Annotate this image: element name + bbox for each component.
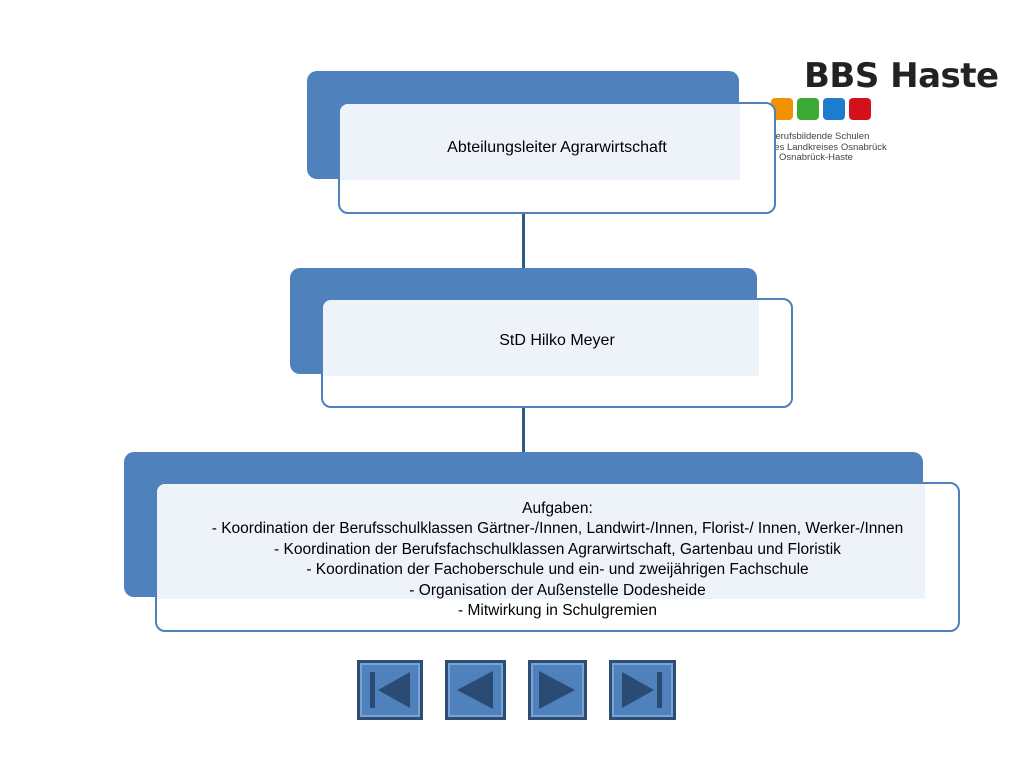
org-box-person: StD Hilko Meyer (290, 268, 793, 409)
org-box-shape-front: StD Hilko Meyer (321, 298, 793, 408)
tasks-heading: Aufgaben: (522, 499, 593, 517)
bbs-haste-logo: BBS Haste Berufsbildende Schulen des Lan… (768, 56, 999, 171)
logo-subtitle-line: des Landkreises Osnabrück (769, 141, 887, 153)
logo-subtitle: Berufsbildende Schulen des Landkreises O… (769, 131, 887, 164)
task-item: - Mitwirkung in Schulgremien (458, 602, 657, 619)
org-box-shape-front: Abteilungsleiter Agrarwirtschaft (338, 102, 776, 214)
next-slide-button[interactable] (528, 660, 587, 720)
previous-icon (457, 671, 493, 709)
logo-subtitle-line: in Osnabrück-Haste (769, 152, 853, 163)
logo-square-green (797, 98, 819, 120)
connector-level2-level3 (522, 374, 525, 454)
logo-brand: BBS Haste (804, 56, 999, 96)
org-box-tasks: Aufgaben: - Koordination der Berufsschul… (124, 452, 960, 632)
logo-square-orange (771, 98, 793, 120)
task-item: - Koordination der Berufsschulklassen Gä… (211, 520, 904, 537)
previous-slide-button[interactable] (445, 660, 506, 720)
skip-last-icon (622, 672, 662, 708)
connector-level1-level2 (522, 180, 525, 268)
logo-squares (771, 98, 871, 120)
skip-first-icon (370, 672, 410, 708)
logo-square-red (849, 98, 871, 120)
logo-subtitle-line: Berufsbildende Schulen (769, 131, 870, 142)
org-box-name: StD Hilko Meyer (499, 332, 615, 349)
task-item: - Organisation der Außenstelle Dodesheid… (409, 581, 706, 599)
first-slide-button[interactable] (357, 660, 423, 720)
org-box-title: Abteilungsleiter Agrarwirtschaft (447, 139, 667, 156)
last-slide-button[interactable] (609, 660, 676, 720)
slide-navigation (357, 660, 676, 720)
tasks-list: Aufgaben: - Koordination der Berufsschul… (157, 484, 958, 630)
next-icon (539, 671, 575, 709)
task-item: - Koordination der Berufsfachschulklasse… (274, 540, 841, 558)
org-box-department-head: Abteilungsleiter Agrarwirtschaft (307, 71, 777, 214)
logo-square-blue (823, 98, 845, 120)
org-box-shape-front: Aufgaben: - Koordination der Berufsschul… (155, 482, 960, 632)
task-item: - Koordination der Fachoberschule und ei… (306, 561, 809, 578)
